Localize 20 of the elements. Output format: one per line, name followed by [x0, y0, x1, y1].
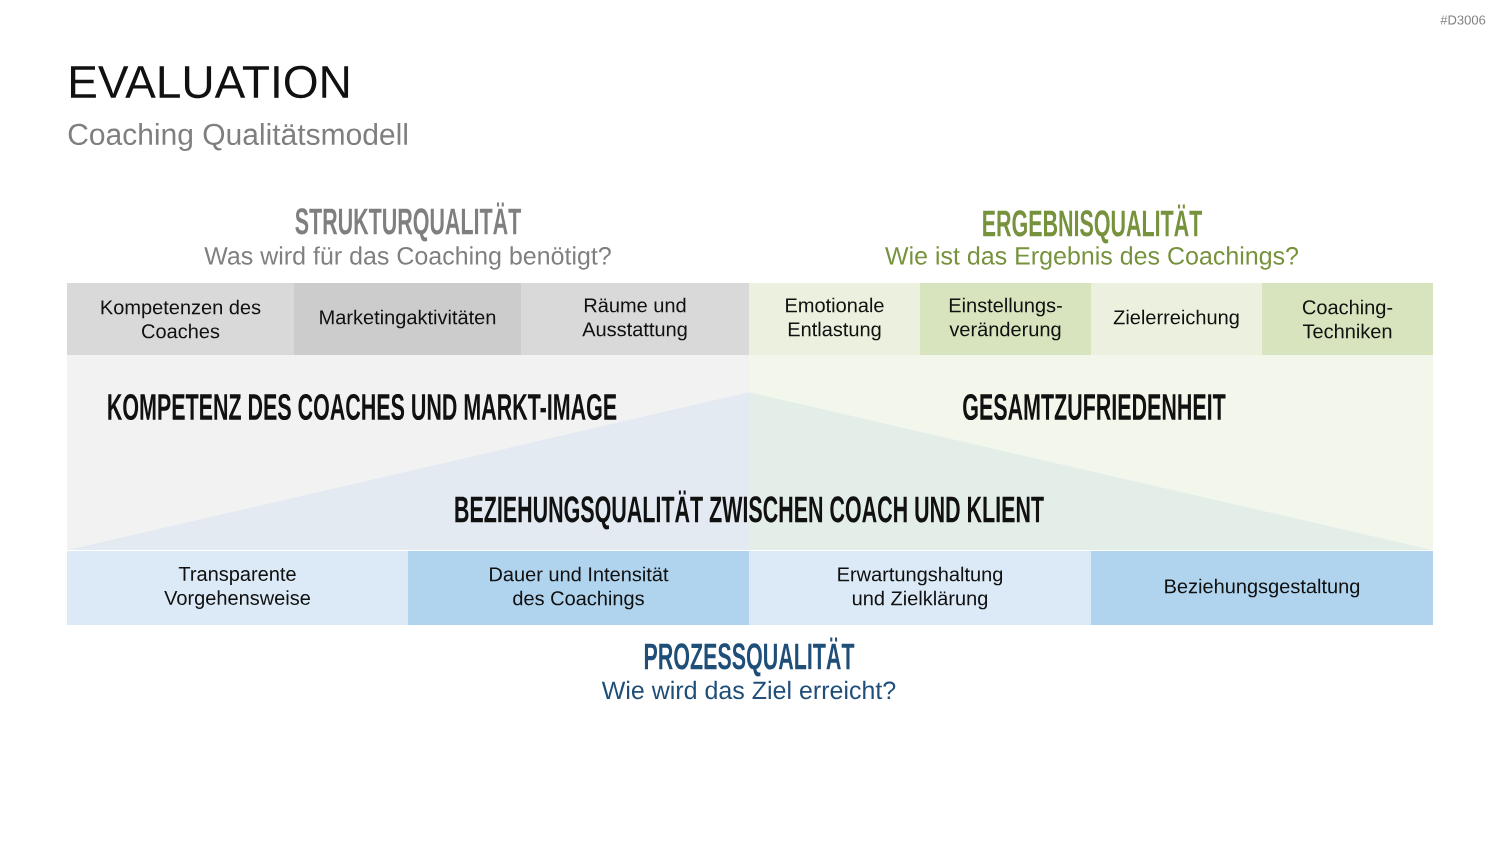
- section-heading: ERGEBNISQUALITÄT: [983, 204, 1203, 244]
- section-heading: PROZESSQUALITÄT: [644, 637, 855, 677]
- category-box: Coaching- Techniken: [1262, 283, 1433, 355]
- category-box: Dauer und Intensität des Coachings: [408, 551, 749, 625]
- subtitle: Coaching Qualitätsmodell: [68, 123, 407, 151]
- section-question: Wie wird das Ziel erreicht?: [601, 680, 896, 700]
- title: EVALUATION: [71, 65, 349, 99]
- category-box: Räume und Ausstattung: [521, 283, 749, 355]
- category-box: Marketingaktivitäten: [294, 283, 521, 355]
- category-box: Kompetenzen des Coaches: [67, 283, 294, 355]
- section-question: Was wird für das Coaching benötigt?: [204, 246, 611, 270]
- category-box: Emotionale Entlastung: [749, 283, 920, 355]
- category-box: Beziehungsgestaltung: [1091, 551, 1433, 625]
- category-box: Zielerreichung: [1091, 283, 1262, 355]
- category-box: Transparente Vorgehensweise: [67, 551, 408, 625]
- document-code: #D3006: [1440, 15, 1486, 25]
- category-box: Einstellungs- veränderung: [920, 283, 1091, 355]
- section-heading: STRUKTURQUALITÄT: [295, 202, 521, 242]
- section-question: Wie ist das Ergebnis des Coachings?: [885, 246, 1299, 270]
- category-box: Erwartungshaltung und Zielklärung: [749, 551, 1091, 625]
